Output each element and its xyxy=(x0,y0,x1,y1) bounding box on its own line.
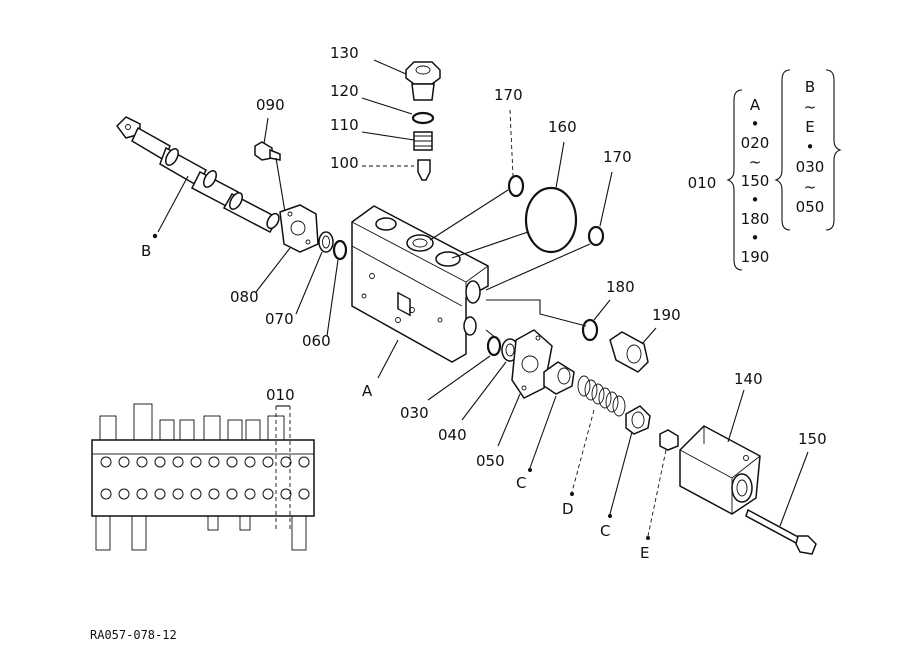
part-label-p040: 040 xyxy=(438,426,467,444)
legend-col2-item: E xyxy=(805,118,814,136)
legend-col2-item: 050 xyxy=(796,198,825,216)
legend-col1-item: 190 xyxy=(741,248,770,266)
part-label-p080: 080 xyxy=(230,288,259,306)
part-label-p100: 100 xyxy=(330,154,359,172)
orings-170-160 xyxy=(507,109,613,254)
cover-block-140 xyxy=(679,389,761,515)
part-label-p090: 090 xyxy=(256,96,285,114)
part-label-pC1: C xyxy=(516,474,526,492)
drawing-code: RA057-078-12 xyxy=(90,628,177,642)
oring-060 xyxy=(326,239,348,337)
bolt-150 xyxy=(745,451,817,555)
part-label-pA: A xyxy=(362,382,373,400)
legend-col2-item: • xyxy=(806,138,815,156)
part-label-p160: 160 xyxy=(548,118,577,136)
part-label-pD: D xyxy=(562,500,574,518)
part-label-pC2: C xyxy=(600,522,610,540)
legend-col1-item: 180 xyxy=(741,210,770,228)
spring-group xyxy=(528,361,679,540)
part-label-p110: 110 xyxy=(330,116,359,134)
part-label-pE: E xyxy=(640,544,649,562)
part-label-p140: 140 xyxy=(734,370,763,388)
part-label-p190: 190 xyxy=(652,306,681,324)
valve-body xyxy=(351,205,489,379)
part-label-p010b: 010 xyxy=(266,386,295,404)
part-label-p170a: 170 xyxy=(494,86,523,104)
legend-col2-item: ~ xyxy=(804,178,817,196)
legend-col1-item: • xyxy=(751,229,760,247)
part-label-p120: 120 xyxy=(330,82,359,100)
part-label-p170b: 170 xyxy=(603,148,632,166)
part-label-pB: B xyxy=(141,242,151,260)
legend-col2-item: ~ xyxy=(804,98,817,116)
legend-col2-item: 030 xyxy=(796,158,825,176)
part-label-p050: 050 xyxy=(476,452,505,470)
part-label-p030: 030 xyxy=(400,404,429,422)
legend-col1-item: 150 xyxy=(741,172,770,190)
legend-main-code: 010 xyxy=(688,174,717,192)
part-label-p060: 060 xyxy=(302,332,331,350)
part-label-p130: 130 xyxy=(330,44,359,62)
seal-070 xyxy=(295,231,334,315)
bolt-090 xyxy=(254,117,286,213)
cover-080 xyxy=(255,204,319,293)
legend-col1-item: A xyxy=(750,96,761,114)
legend-col1-item: ~ xyxy=(749,153,762,171)
legend-col1-item: • xyxy=(751,191,760,209)
legend-bracket xyxy=(726,69,842,271)
part-label-p070: 070 xyxy=(265,310,294,328)
plug-stack xyxy=(361,59,441,181)
legend-col1-item: • xyxy=(751,115,760,133)
seal-plate-group xyxy=(427,329,553,447)
part-label-p180: 180 xyxy=(606,278,635,296)
spool-assembly xyxy=(116,116,280,239)
assembly-overview xyxy=(91,403,315,551)
legend-col2-item: B xyxy=(805,78,815,96)
part-label-p150: 150 xyxy=(798,430,827,448)
plug-190 xyxy=(581,299,657,373)
legend-col1-item: 020 xyxy=(741,134,770,152)
